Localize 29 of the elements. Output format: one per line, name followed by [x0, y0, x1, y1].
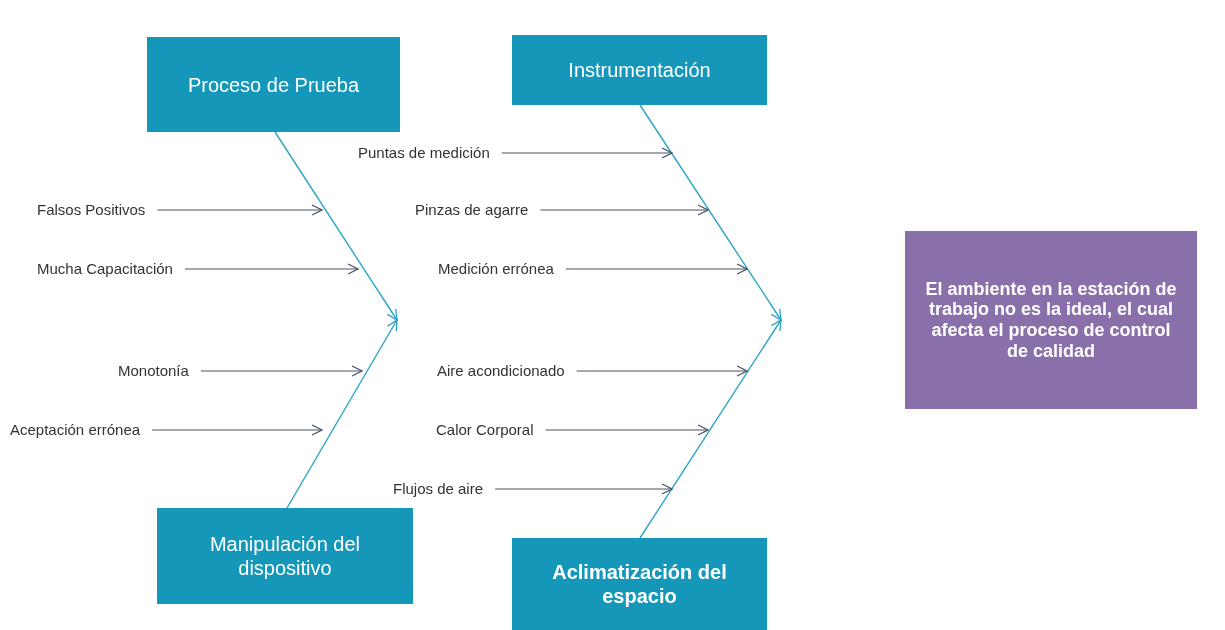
arrow — [184, 263, 359, 275]
arrow — [200, 365, 363, 377]
arrow — [156, 204, 323, 216]
cause-text: Puntas de medición — [358, 144, 490, 162]
category-box: Aclimatización del espacio — [512, 538, 767, 630]
arrow — [151, 424, 323, 436]
arrow — [539, 204, 709, 216]
arrow — [494, 483, 673, 495]
category-box: Instrumentación — [512, 35, 767, 105]
arrow — [565, 263, 748, 275]
cause-text: Calor Corporal — [436, 421, 534, 439]
arrow — [501, 147, 673, 159]
arrow — [639, 104, 782, 321]
arrow — [576, 365, 748, 377]
cause-text: Medición errónea — [438, 260, 554, 278]
cause-text: Pinzas de agarre — [415, 201, 529, 219]
cause-text: Aceptación errónea — [10, 421, 141, 439]
cause-text: Monotonía — [118, 362, 189, 380]
category-box: Manipulación del dispositivo — [157, 508, 413, 604]
cause-text: Mucha Capacitación — [37, 260, 173, 278]
arrow — [286, 319, 398, 509]
arrow — [544, 424, 709, 436]
cause-text: Falsos Positivos — [37, 201, 146, 219]
category-box: Proceso de Prueba — [147, 37, 400, 132]
effect-box: El ambiente en la estación de trabajo no es la ideal, el cual afecta el proceso de control de calidad — [905, 231, 1197, 409]
cause-text: Aire acondicionado — [437, 362, 565, 380]
cause-text: Flujos de aire — [393, 480, 484, 498]
arrow — [274, 131, 398, 321]
arrow — [639, 319, 782, 539]
